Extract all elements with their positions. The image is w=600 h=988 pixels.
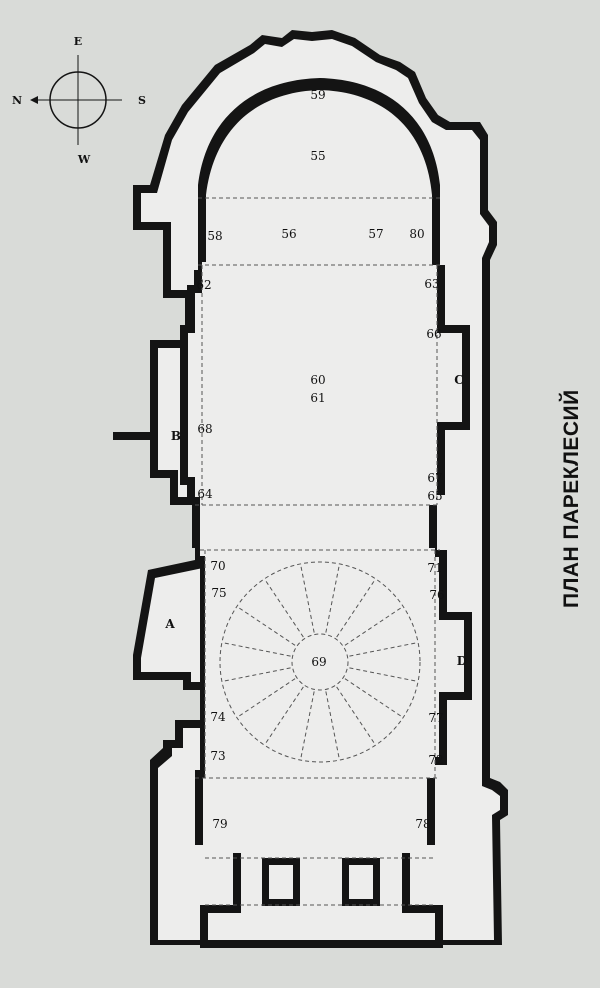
point-59: 59 xyxy=(310,88,325,102)
room-b-label: B xyxy=(171,429,181,443)
plan-title: ПЛАН ПАРЕКЛЕСИЙ xyxy=(559,389,583,608)
dome-rib xyxy=(349,642,417,657)
point-74: 74 xyxy=(210,710,226,724)
dome-rib xyxy=(344,607,402,646)
compass-west: W xyxy=(77,153,91,166)
nave-rect xyxy=(202,265,437,505)
point-60: 60 xyxy=(310,373,325,387)
point-75: 75 xyxy=(211,586,226,600)
point-labels: 59 55 58 56 57 80 62 63 66 60 61 68 67 6… xyxy=(196,88,444,831)
point-78: 78 xyxy=(415,817,430,831)
point-73: 73 xyxy=(210,749,225,763)
dome-rib xyxy=(300,691,315,759)
room-d-label: D xyxy=(457,654,467,668)
point-68: 68 xyxy=(197,422,212,436)
point-55: 55 xyxy=(310,149,325,163)
point-80: 80 xyxy=(409,227,424,241)
north-arrow-icon xyxy=(30,96,38,104)
point-66: 66 xyxy=(426,327,441,341)
compass-south: S xyxy=(138,94,146,107)
point-69: 69 xyxy=(311,655,326,669)
dome-rib xyxy=(336,686,375,744)
dome-rib xyxy=(325,691,340,759)
point-56: 56 xyxy=(281,227,296,241)
point-61: 61 xyxy=(310,391,325,405)
point-72: 72 xyxy=(428,753,443,767)
dome-rib xyxy=(223,667,291,682)
point-57: 57 xyxy=(368,227,383,241)
room-c-label: C xyxy=(454,373,464,387)
compass-north: N xyxy=(12,94,22,107)
point-65: 65 xyxy=(427,489,442,503)
nave-floor xyxy=(188,90,464,940)
dome-rib xyxy=(300,565,315,633)
point-67: 67 xyxy=(427,471,442,485)
dome-rib xyxy=(325,565,340,633)
compass-rose: E N S W xyxy=(12,35,146,166)
dome-rib xyxy=(223,642,291,657)
room-a-label: A xyxy=(164,617,175,631)
dome-rib xyxy=(238,678,296,717)
point-70: 70 xyxy=(210,559,225,573)
dome-rib xyxy=(265,580,304,638)
dome-rib xyxy=(336,580,375,638)
bay-lines xyxy=(195,197,440,906)
point-62: 62 xyxy=(196,278,211,292)
compass-east: E xyxy=(74,35,82,48)
dome-rib xyxy=(344,678,402,717)
point-76: 76 xyxy=(429,588,444,602)
dome-rib xyxy=(238,607,296,646)
dome-rib xyxy=(349,667,417,682)
point-71: 71 xyxy=(427,561,442,575)
point-77: 77 xyxy=(428,711,443,725)
point-63: 63 xyxy=(424,277,439,291)
point-58: 58 xyxy=(207,229,222,243)
point-64: 64 xyxy=(197,487,213,501)
dome-bay-floor xyxy=(205,548,435,778)
point-79: 79 xyxy=(212,817,227,831)
dome xyxy=(219,561,421,763)
dome-rib xyxy=(265,686,304,744)
